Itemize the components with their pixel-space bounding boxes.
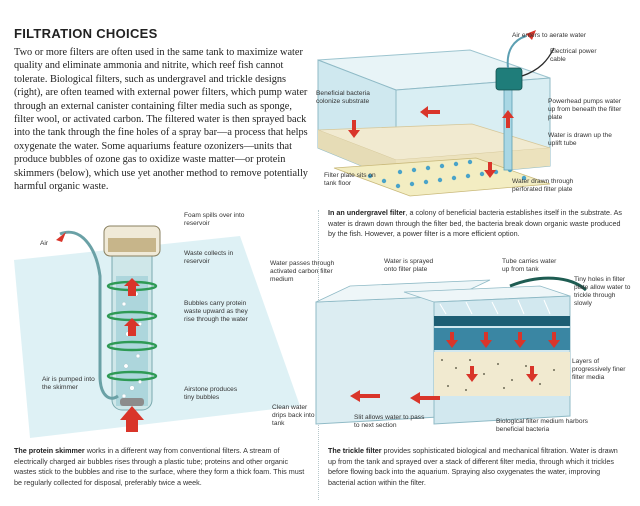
label-air: Air	[40, 240, 49, 247]
label-clean-water: Clean water drips back into tank	[272, 404, 315, 427]
label-waste-collects: Waste collects in reservoir	[184, 250, 234, 265]
skimmer-caption: The protein skimmer works in a different…	[14, 446, 310, 488]
undergravel-caption-text: , a colony of beneficial bacteria establ…	[328, 208, 623, 239]
intro-paragraph: Two or more filters are often used in th…	[14, 47, 308, 193]
plate-holes	[367, 159, 527, 189]
media-speckle	[441, 359, 555, 391]
label-electrical-cable: Electrical power cable	[550, 48, 597, 63]
trickle-caption: The trickle filter provides sophisticate…	[328, 446, 626, 488]
undergravel-caption-bold: In an undergravel filter	[328, 208, 406, 217]
label-foam-spills: Foam spills over into reservoir	[184, 212, 245, 227]
skimmer-caption-bold: The protein skimmer	[14, 446, 85, 455]
trickle-illustration	[315, 276, 587, 425]
label-tiny-holes: Tiny holes in filter plate allow water t…	[574, 276, 631, 307]
powerhead	[495, 67, 523, 91]
label-water-drawn-through: Water drawn through perforated filter pl…	[512, 178, 574, 193]
label-water-sprayed: Water is sprayed onto filter plate	[384, 258, 434, 273]
spray-lines	[439, 299, 551, 315]
page-title: FILTRATION CHOICES	[14, 26, 158, 41]
label-beneficial-bacteria: Beneficial bacteria colonize substrate	[316, 90, 370, 105]
label-powerhead: Powerhead pumps water up from beneath th…	[548, 98, 622, 121]
label-filter-plate: Filter plate sits on tank floor	[324, 172, 376, 187]
label-air-pumped: Air is pumped into the skimmer	[42, 376, 95, 391]
label-biological-medium: Biological filter medium harbors benefic…	[496, 418, 588, 433]
undergravel-filter-figure: Air enters to aerate water Electrical po…	[300, 20, 640, 210]
skimmer-caption-text: works in a different way from convention…	[14, 446, 305, 487]
flow-arrows	[348, 30, 536, 178]
label-slit: Slit allows water to pass to next sectio…	[354, 414, 425, 429]
skimmer-arrows	[56, 232, 144, 432]
undergravel-caption: In an undergravel filter, a colony of be…	[328, 208, 626, 240]
undergravel-illustration	[317, 30, 555, 197]
label-tube-carries: Tube carries water up from tank	[502, 258, 557, 273]
protein-skimmer-figure: Air Foam spills over into reservoir Wast…	[0, 206, 318, 444]
skimmer-illustration	[14, 225, 300, 438]
trickle-arrows	[350, 332, 560, 404]
label-water-drawn-up: Water is drawn up the uplift tube	[548, 132, 612, 147]
label-water-passes: Water passes through activated carbon fi…	[270, 260, 335, 283]
label-air-enters: Air enters to aerate water	[512, 32, 587, 39]
label-bubbles-carry: Bubbles carry protein waste upward as th…	[184, 300, 248, 323]
trickle-caption-bold: The trickle filter	[328, 446, 382, 455]
label-layers: Layers of progressively finer filter med…	[572, 358, 626, 381]
trickle-filter-figure: Water passes through activated carbon fi…	[270, 256, 640, 446]
trickle-caption-text: provides sophisticated biological and me…	[328, 446, 618, 487]
label-airstone: Airstone produces tiny bubbles	[184, 386, 238, 401]
